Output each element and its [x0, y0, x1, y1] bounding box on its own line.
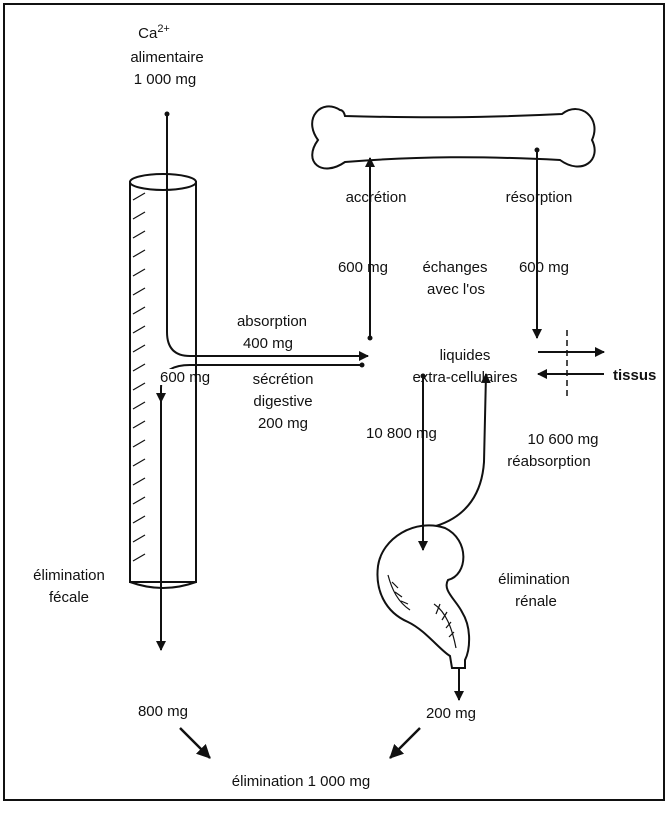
fecal-elimination-line2: fécale [49, 589, 89, 606]
secretion-amount: 200 mg [258, 415, 308, 432]
total-elimination-label: élimination 1 000 mg [232, 773, 370, 790]
reabsorption-label: réabsorption [507, 453, 590, 470]
ecf-label-line2: extra-cellulaires [412, 369, 517, 386]
ecf-label-line1: liquides [440, 347, 491, 364]
calcium-symbol: Ca2+ [138, 23, 170, 42]
fecal-amount: 800 mg [138, 703, 188, 720]
filtration-amount: 10 800 mg [366, 425, 437, 442]
urine-amount: 200 mg [426, 705, 476, 722]
renal-elimination-line2: rénale [515, 593, 557, 610]
accretion-dot [368, 336, 373, 341]
urine-to-total-arrow [390, 728, 420, 758]
resorption-amount: 600 mg [519, 259, 569, 276]
fecal-elimination-line1: élimination [33, 567, 105, 584]
exchanges-label: échanges [422, 259, 487, 276]
reabsorption-amount: 10 600 mg [528, 431, 599, 448]
secretion-label-line2: digestive [253, 393, 312, 410]
intake-amount: 1 000 mg [134, 71, 197, 88]
fecal-to-total-arrow [180, 728, 210, 758]
accretion-amount: 600 mg [338, 259, 388, 276]
secretion-label-line1: sécrétion [253, 371, 314, 388]
bone-icon [312, 106, 594, 168]
absorption-label: absorption [237, 313, 307, 330]
dietary-label: alimentaire [130, 49, 203, 66]
resorption-label: résorption [506, 189, 573, 206]
intestine-amount: 600 mg [160, 369, 210, 386]
absorption-amount: 400 mg [243, 335, 293, 352]
renal-elimination-line1: élimination [498, 571, 570, 588]
tissues-label: tissus [613, 367, 656, 384]
accretion-label: accrétion [346, 189, 407, 206]
reabsorption-arrow [436, 374, 486, 526]
with-bone-label: avec l'os [427, 281, 485, 298]
